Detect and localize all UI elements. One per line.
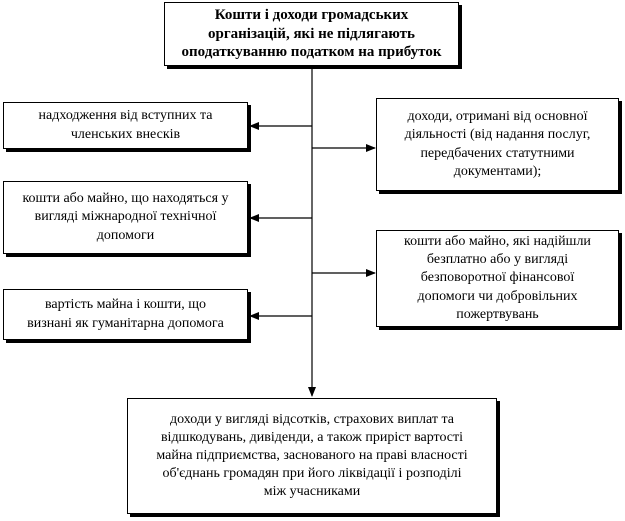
right-item-box-1: доходи, отримані від основної діяльності… — [376, 98, 619, 191]
left-item-text-2: кошти або майно, що находяться у вигляді… — [22, 191, 229, 243]
left-item-box-1: надходження від вступних та членських вн… — [3, 102, 248, 149]
right-item-text-1: доходи, отримані від основної діяльності… — [404, 109, 591, 179]
bottom-item-text: доходи у вигляді відсотків, страхових ви… — [156, 411, 468, 500]
right-item-text-2: кошти або майно, які надійшли безплатно … — [404, 234, 591, 322]
title-text: Кошти і доходи громадських організацій, … — [181, 6, 442, 61]
left-item-text-1: надходження від вступних та членських вн… — [38, 108, 213, 142]
bottom-item-box: доходи у вигляді відсотків, страхових ви… — [127, 398, 497, 514]
left-item-text-3: вартість майна і кошти, що визнані як гу… — [27, 297, 224, 331]
left-item-box-3: вартість майна і кошти, що визнані як гу… — [3, 289, 248, 340]
title-box: Кошти і доходи громадських організацій, … — [164, 2, 459, 66]
right-item-box-2: кошти або майно, які надійшли безплатно … — [376, 230, 619, 327]
left-item-box-2: кошти або майно, що находяться у вигляді… — [3, 181, 248, 254]
